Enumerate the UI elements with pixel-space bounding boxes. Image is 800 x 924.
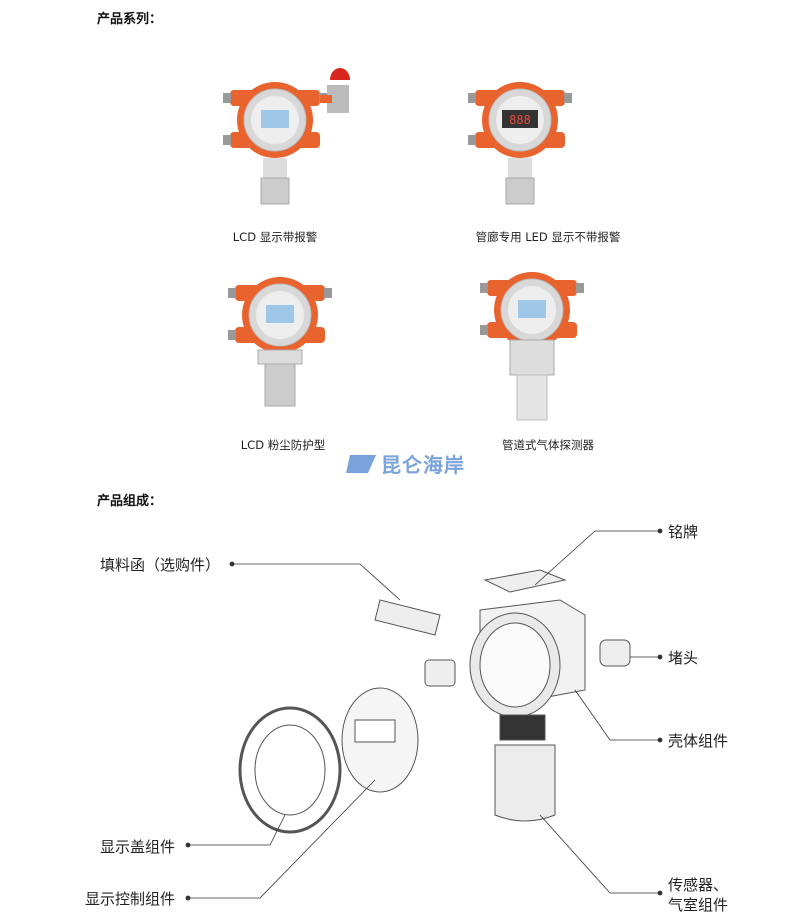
label-plug: 堵头 <box>668 649 699 667</box>
exploded-diagram <box>238 569 631 834</box>
product-image-dust <box>227 276 333 407</box>
section-title-series: 产品系列： <box>97 12 163 27</box>
product-caption: LCD 粉尘防护型 <box>240 438 326 452</box>
leader-lines <box>185 528 663 901</box>
svg-text:888: 888 <box>509 113 531 127</box>
product-caption: 管道式气体探测器 <box>502 438 594 452</box>
label-display-cover: 显示盖组件 <box>100 838 176 856</box>
brand-logo: 昆仑海岸 <box>346 449 465 478</box>
product-image-pipe <box>479 271 585 421</box>
product-caption: LCD 显示带报警 <box>232 230 318 244</box>
label-sensor-line1: 传感器、 <box>668 876 729 894</box>
logo-mark-icon <box>346 454 376 473</box>
logo-text: 昆仑海岸 <box>381 453 465 477</box>
product-caption: 管廊专用 LED 显示不带报警 <box>475 230 621 244</box>
product-image-led: 888 <box>467 81 573 205</box>
label-display-control: 显示控制组件 <box>85 890 176 908</box>
label-nameplate: 铭牌 <box>668 523 699 541</box>
label-sensor-line2: 气室组件 <box>668 896 729 914</box>
product-image-lcd-alarm <box>222 68 350 205</box>
label-housing: 壳体组件 <box>668 732 729 750</box>
label-gland: 填料函（选购件） <box>100 556 221 574</box>
section-title-composition: 产品组成： <box>97 494 163 509</box>
